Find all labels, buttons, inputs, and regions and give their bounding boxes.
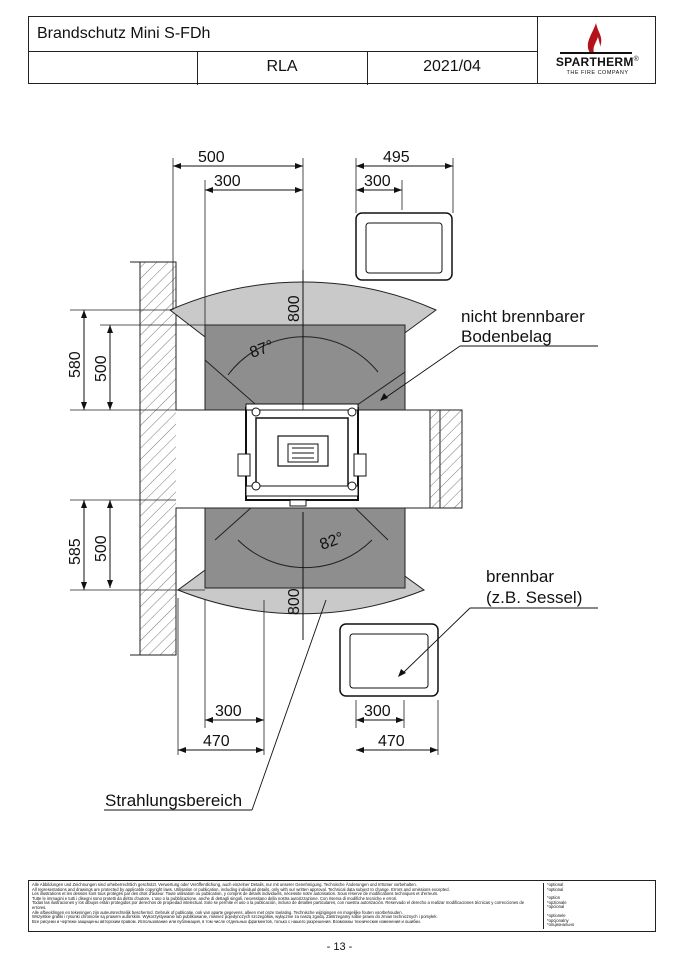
dim-left-lower-outer: 585 xyxy=(67,538,84,565)
page-number: - 13 - xyxy=(326,941,353,953)
label-radiation-area: Strahlungsbereich xyxy=(105,791,242,810)
title-block: Brandschutz Mini S-FDh RLA 2021/04 SPART… xyxy=(28,16,657,85)
dimension-arrows xyxy=(81,163,453,753)
optional-item: *opzionale xyxy=(547,899,567,905)
dim-rear-depth: 800 xyxy=(286,588,303,615)
document-title: Brandschutz Mini S-FDh xyxy=(37,25,211,42)
logo-wordmark: SPARTHERM® xyxy=(538,55,657,69)
armchair-top xyxy=(355,212,453,281)
spartherm-logo: SPARTHERM® THE FIRE COMPANY xyxy=(537,17,657,83)
dim-left-upper-inner: 500 xyxy=(93,355,110,382)
divider xyxy=(367,52,368,85)
dim-bottom-right-inner: 300 xyxy=(364,703,391,720)
fireplace-insert xyxy=(237,403,367,507)
optional-item: *optionele xyxy=(547,912,566,918)
dim-left-lower-inner: 500 xyxy=(93,535,110,562)
copyright-line-pl: Wszystkie grafiki i rysunki chronione są… xyxy=(32,914,438,920)
copyright-line-ru: Все рисунки и чертежи защищены авторским… xyxy=(32,918,421,924)
copyright-text: Alle Abbildungen und Zeichnungen sind ur… xyxy=(32,882,537,924)
dim-bottom-left-inner: 300 xyxy=(215,703,242,720)
document-code: RLA xyxy=(266,58,298,75)
optional-item: *opcional xyxy=(547,904,565,910)
copyright-line-de: Alle Abbildungen und Zeichnungen sind ur… xyxy=(32,882,417,887)
copyright-line-en: All representations and drawings are pro… xyxy=(32,886,450,892)
dimension-lines xyxy=(83,165,453,751)
dim-top-right-inner: 300 xyxy=(364,173,391,190)
optional-item: *optional xyxy=(547,886,564,892)
leader-arrows xyxy=(380,393,406,677)
logo-registered-mark: ® xyxy=(633,56,640,63)
dim-bottom-left-outer: 470 xyxy=(203,733,230,750)
document-date: 2021/04 xyxy=(423,58,481,75)
floor-plate-rear xyxy=(204,507,406,589)
label-combustible-line1: brennbar xyxy=(486,567,554,586)
copyright-line-fr: Les illustrations et les dessins sont to… xyxy=(32,891,439,897)
clearance-drawing: 500 300 495 300 800 87° 580 500 585 500 … xyxy=(67,149,598,811)
copyright-line-nl: Alle afbeeldingen en tekeningen zijn aut… xyxy=(32,909,403,915)
floor-plate-front xyxy=(204,324,406,411)
divider xyxy=(197,52,198,85)
dim-top-left-inner: 300 xyxy=(214,173,241,190)
copyright-line-es: Todas las ilustraciones y los dibujos es… xyxy=(32,900,525,910)
dim-bottom-right-outer: 470 xyxy=(378,733,405,750)
flame-icon xyxy=(560,23,632,54)
logo-name: SPARTHERM xyxy=(555,55,634,69)
optional-legend: *optional *optional *option *opzionale *… xyxy=(543,882,657,929)
copyright-line-it: Tutte le immagini e tutti i disegni sono… xyxy=(32,895,398,901)
label-noncombustible-line1: nicht brennbarer xyxy=(461,307,585,326)
logo-tagline: THE FIRE COMPANY xyxy=(566,70,629,76)
legal-notice: Alle Abbildungen und Zeichnungen sind ur… xyxy=(28,880,656,932)
dim-left-upper-outer: 580 xyxy=(67,351,84,378)
dim-top-left-outer: 500 xyxy=(198,149,225,166)
optional-item: *optional xyxy=(547,882,564,887)
armchair-bottom xyxy=(339,623,439,697)
title-block-row: RLA 2021/04 xyxy=(29,51,537,85)
optional-item: *option xyxy=(547,895,561,901)
label-noncombustible-line2: Bodenbelag xyxy=(461,327,552,346)
dim-front-depth: 800 xyxy=(286,295,303,322)
optional-item: *опционально xyxy=(547,922,575,928)
leader-lines xyxy=(104,345,598,811)
label-combustible-line2: (z.B. Sessel) xyxy=(486,588,582,607)
optional-item: *opcjonalny xyxy=(547,917,569,923)
dim-top-right-outer: 495 xyxy=(383,149,410,166)
wall xyxy=(130,261,179,656)
